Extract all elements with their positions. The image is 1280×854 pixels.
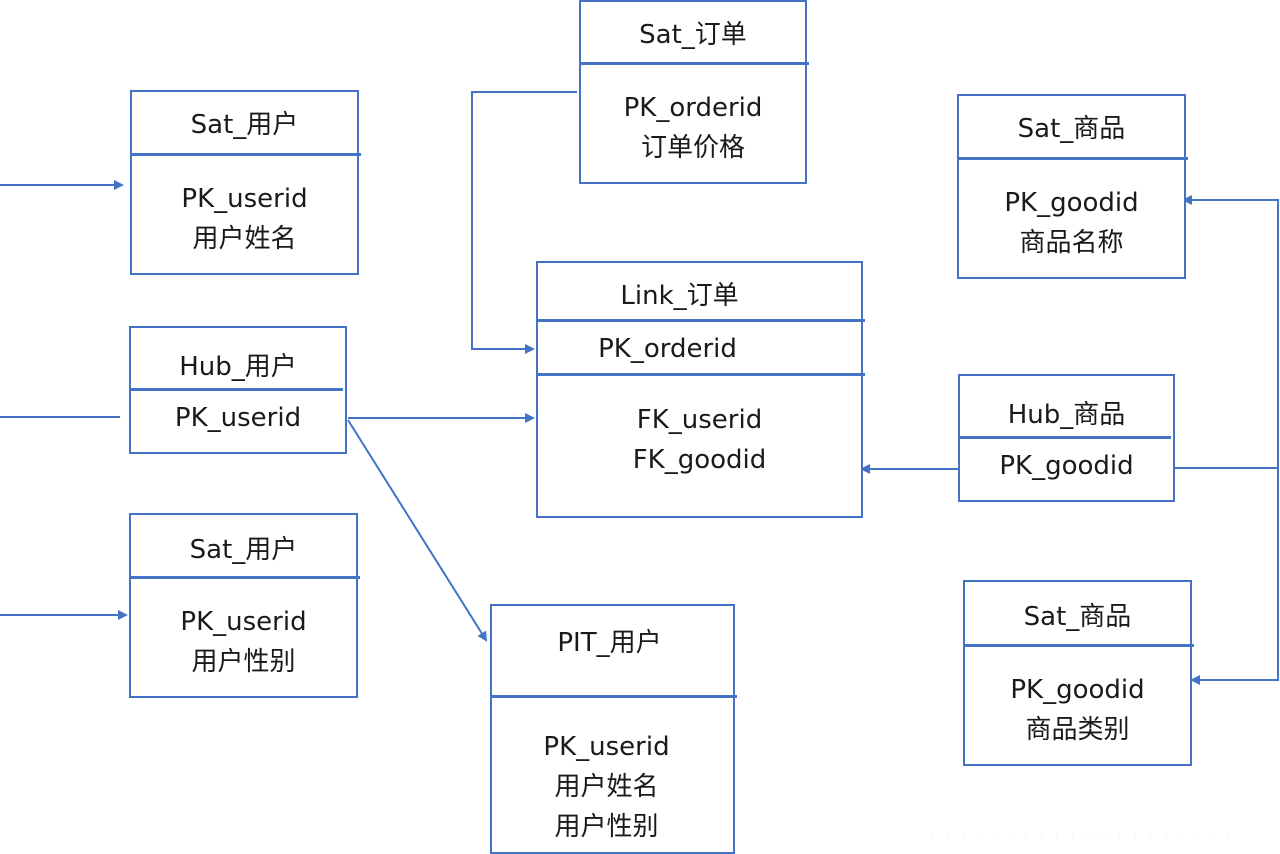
entity-sat-user-name: Sat_用户 PK_userid 用户姓名 <box>130 90 361 275</box>
entity-divider <box>957 157 1188 160</box>
entity-divider <box>129 576 360 579</box>
entity-fields: PK_userid 用户姓名 用户性别 <box>480 727 733 847</box>
entity-fields: PK_userid 用户性别 <box>131 602 356 682</box>
entity-sat-goods-category: Sat_商品 PK_goodid 商品类别 <box>963 580 1194 766</box>
entity-primary-key: PK_userid <box>174 403 302 433</box>
entity-hub-user: Hub_用户 PK_userid <box>129 326 347 454</box>
entity-sat-order: Sat_订单 PK_orderid 订单价格 <box>579 0 809 184</box>
entity-link-order: Link_订单 PK_orderid FK_userid FK_goodid <box>536 261 865 518</box>
connector-sat-order-to-link-order <box>471 91 577 354</box>
entity-fields: PK_userid 用户姓名 <box>132 179 357 259</box>
entity-title: Hub_商品 <box>1007 400 1126 430</box>
entity-title: Sat_商品 <box>1017 114 1126 144</box>
entity-primary-key: PK_orderid <box>598 334 737 364</box>
entity-field: FK_goodid <box>632 445 767 475</box>
entity-field: PK_userid <box>180 607 307 637</box>
entity-field: 用户姓名 <box>554 772 659 802</box>
entity-fields: FK_userid FK_goodid <box>538 400 861 480</box>
entity-fields: PK_orderid 订单价格 <box>581 88 805 168</box>
entity-field: PK_userid <box>543 732 670 762</box>
entity-field: 用户姓名 <box>192 224 297 254</box>
entity-divider <box>490 695 737 698</box>
entity-divider <box>536 373 865 376</box>
entity-field: PK_userid <box>181 184 308 214</box>
entity-field: FK_userid <box>636 405 763 435</box>
entity-title: Sat_用户 <box>189 535 298 565</box>
entity-field: PK_orderid <box>623 93 763 123</box>
entity-hub-goods: Hub_商品 PK_goodid <box>958 374 1175 502</box>
entity-divider <box>579 62 809 65</box>
entity-pit-user: PIT_用户 PK_userid 用户姓名 用户性别 <box>490 604 737 854</box>
entity-field: PK_goodid <box>1004 188 1139 218</box>
entity-title: Hub_用户 <box>179 352 297 382</box>
entity-divider <box>963 644 1194 647</box>
entity-field: 订单价格 <box>640 133 745 163</box>
entity-title: Link_订单 <box>620 281 739 311</box>
entity-divider <box>130 153 361 156</box>
entity-field: 商品类别 <box>1025 715 1130 745</box>
entity-field: 用户性别 <box>554 812 659 842</box>
entity-sat-user-gender: Sat_用户 PK_userid 用户性别 <box>129 513 360 698</box>
entity-fields: PK_goodid 商品类别 <box>965 670 1190 750</box>
entity-fields: PK_goodid 商品名称 <box>959 183 1184 263</box>
entity-field: 用户性别 <box>191 647 296 677</box>
entity-title: PIT_用户 <box>557 628 662 658</box>
watermark: · · · · · · · · · · · · · · · · · · · · <box>930 828 1235 842</box>
entity-divider <box>958 436 1171 439</box>
entity-title: Sat_用户 <box>190 110 299 140</box>
entity-divider <box>129 388 343 391</box>
entity-field: PK_goodid <box>1010 675 1145 705</box>
entity-field: 商品名称 <box>1019 228 1124 258</box>
entity-sat-goods-name: Sat_商品 PK_goodid 商品名称 <box>957 94 1188 279</box>
entity-title: Sat_订单 <box>639 20 747 50</box>
connector-hub-user-to-pit-user <box>347 419 488 642</box>
entity-primary-key: PK_goodid <box>999 451 1134 481</box>
entity-divider <box>536 319 865 322</box>
entity-title: Sat_商品 <box>1023 602 1132 632</box>
